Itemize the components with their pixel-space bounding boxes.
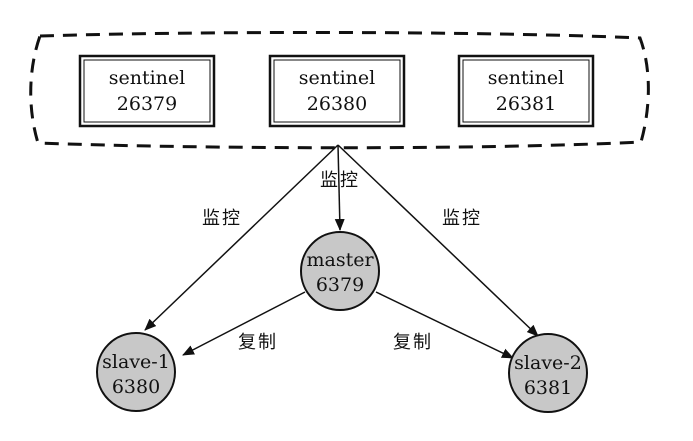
sentinel-node-26379: sentinel 26379 <box>78 54 216 128</box>
sentinel-port: 26380 <box>307 93 367 115</box>
monitor-arrow-slave-1 <box>144 144 339 331</box>
slave-node-2: slave-2 6381 <box>508 333 588 413</box>
monitor-arrow-slave-2 <box>337 144 539 337</box>
replicate-label-slave-2: 复制 <box>393 332 433 353</box>
sentinel-node-26381: sentinel 26381 <box>457 54 595 128</box>
replicate-label-slave-1: 复制 <box>238 332 278 353</box>
monitor-label-slave-1: 监控 <box>202 208 242 229</box>
slave-port: 6380 <box>112 376 160 398</box>
sentinel-name: sentinel <box>109 67 186 89</box>
master-name: master <box>306 249 374 271</box>
monitor-label-master: 监控 <box>320 170 360 191</box>
sentinel-name: sentinel <box>299 67 376 89</box>
monitor-arrow-master <box>334 144 345 231</box>
replicate-arrow-slave-1 <box>182 291 306 356</box>
master-port: 6379 <box>316 274 364 296</box>
replicate-arrow-slave-2 <box>375 291 514 359</box>
sentinel-name: sentinel <box>488 67 565 89</box>
sentinel-port: 26381 <box>496 93 556 115</box>
sentinel-port: 26379 <box>117 93 177 115</box>
slave-name: slave-2 <box>514 352 582 374</box>
slave-name: slave-1 <box>102 351 170 373</box>
slave-node-1: slave-1 6380 <box>96 332 176 412</box>
monitor-label-slave-2: 监控 <box>442 208 482 229</box>
slave-port: 6381 <box>524 377 572 399</box>
master-node: master 6379 <box>300 231 380 311</box>
sentinel-node-26380: sentinel 26380 <box>268 54 406 128</box>
